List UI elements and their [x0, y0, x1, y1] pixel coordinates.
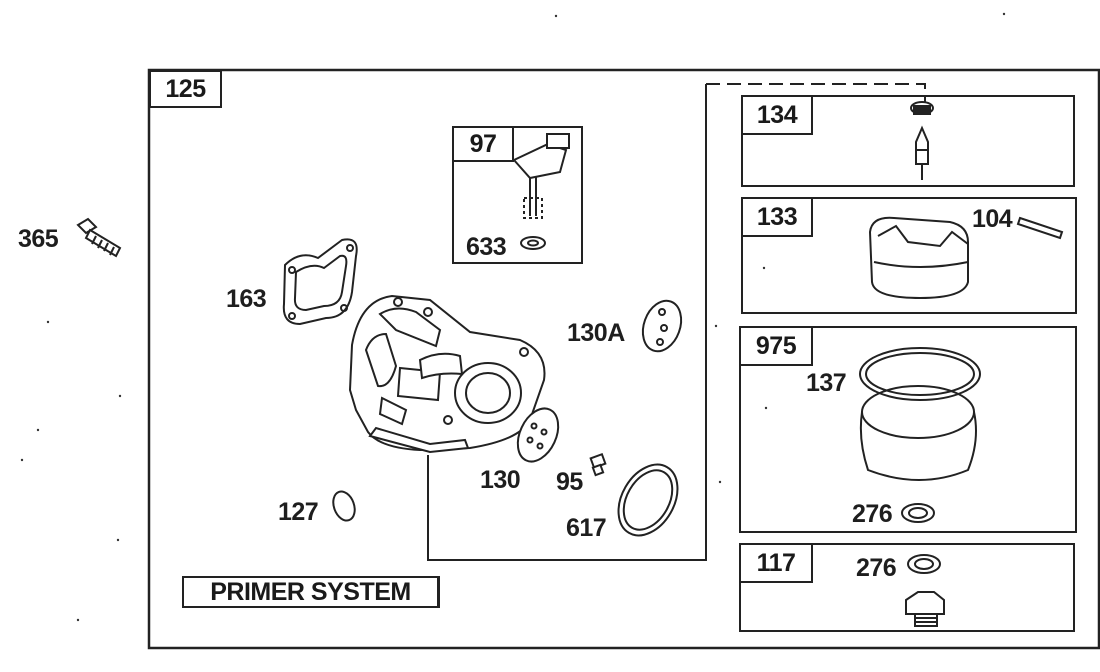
part-label-163: 163	[226, 285, 267, 313]
main-assembly-tag: 125	[149, 70, 222, 108]
plug-127-icon	[332, 490, 356, 522]
scan-speckles	[20, 12, 1006, 622]
box-975-tag: 975	[739, 326, 813, 366]
box-117-label: 117	[756, 548, 796, 577]
part-label-633: 633	[466, 233, 507, 261]
part-label-137: 137	[806, 369, 847, 397]
part-label-130: 130	[480, 466, 521, 494]
part-label-95: 95	[556, 468, 583, 496]
diaphragm-130-icon	[516, 407, 560, 463]
box-134-label: 134	[756, 100, 798, 129]
box-97-label: 97	[469, 129, 497, 158]
part-label-365: 365	[18, 225, 59, 253]
box-117: 117	[739, 543, 1075, 632]
part-label-276-bowl: 276	[852, 500, 893, 528]
box-97: 97	[452, 126, 583, 264]
box-133-label: 133	[756, 202, 798, 231]
pin-104-icon	[1016, 216, 1064, 240]
main-assembly-label: 125	[165, 74, 206, 103]
part-label-127: 127	[278, 498, 319, 526]
box-134-tag: 134	[741, 95, 813, 135]
box-97-tag: 97	[452, 126, 514, 162]
part-label-617: 617	[566, 514, 607, 542]
carburetor-body-icon	[348, 294, 546, 454]
needle-134-icon	[910, 101, 934, 180]
primer-part-97-icon	[512, 133, 570, 219]
main-frame	[147, 68, 1100, 650]
box-117-tag: 117	[739, 543, 813, 583]
oring-617-icon	[617, 463, 679, 537]
box-134: 134	[741, 95, 1075, 187]
float-133-icon	[868, 216, 969, 300]
gasket-163-icon	[282, 238, 358, 326]
box-975-label: 975	[755, 331, 797, 360]
cover-130a-icon	[641, 299, 683, 353]
gasket-137-icon	[859, 347, 981, 401]
box-133-tag: 133	[741, 197, 813, 237]
primer-system-label: PRIMER SYSTEM	[182, 576, 440, 608]
bowl-bolt-117-icon	[905, 591, 945, 627]
part-label-104: 104	[972, 205, 1013, 233]
dashed-leader	[706, 83, 926, 104]
bowl-975-icon	[859, 385, 977, 481]
part-label-276-bolt: 276	[856, 554, 897, 582]
washer-633-icon	[520, 236, 546, 250]
box-975: 975	[739, 326, 1077, 533]
washer-276a-icon	[901, 503, 935, 523]
box-133: 133	[741, 197, 1077, 314]
part-label-130a: 130A	[567, 319, 625, 347]
washer-276b-icon	[907, 554, 941, 574]
bolt-365-icon	[76, 217, 122, 258]
screw-95-icon	[589, 452, 607, 477]
group-bracket	[427, 84, 707, 561]
